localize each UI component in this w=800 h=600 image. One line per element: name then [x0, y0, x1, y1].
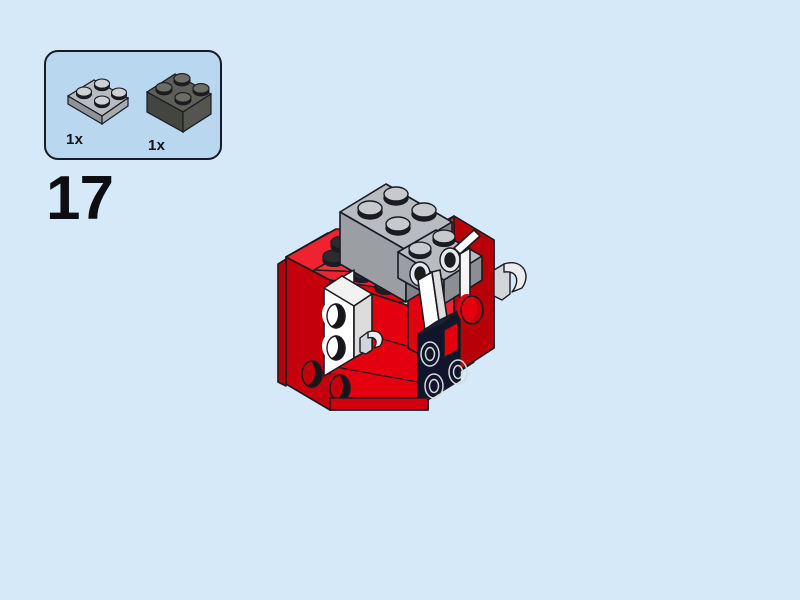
eye-stud-group-left: [322, 302, 346, 361]
red-tab-center: [443, 321, 459, 359]
step-number: 17: [46, 164, 114, 233]
part-item-brick-2x2: 1x: [136, 58, 222, 153]
stud-group-gray-plate: [408, 229, 456, 260]
plate-2x2-icon: [66, 78, 130, 126]
brick-seam: [329, 365, 429, 385]
stud-group-gray-brick: [357, 186, 437, 236]
red-rail-left-edge: [277, 258, 287, 387]
red-round-stud-right: [457, 294, 484, 325]
part-item-plate-2x2: 1x: [54, 66, 140, 147]
dark-round-stud-bottom-center: [325, 373, 351, 402]
model-svg: [277, 183, 527, 411]
white-bar-upper-right: [453, 229, 481, 255]
red-base-strip: [329, 397, 429, 411]
clip-element-right: [493, 262, 527, 301]
side-stud-rings-navy: [420, 341, 468, 399]
part-quantity-label: 1x: [148, 137, 166, 154]
clip-element-left: [359, 330, 384, 355]
part-quantity-label: 1x: [66, 131, 84, 148]
parts-callout-box: 1x 1x: [44, 50, 222, 160]
model-illustration: [268, 152, 548, 412]
dark-round-stud-bottom-left: [297, 359, 323, 388]
brick-2x2-icon: [145, 73, 213, 134]
